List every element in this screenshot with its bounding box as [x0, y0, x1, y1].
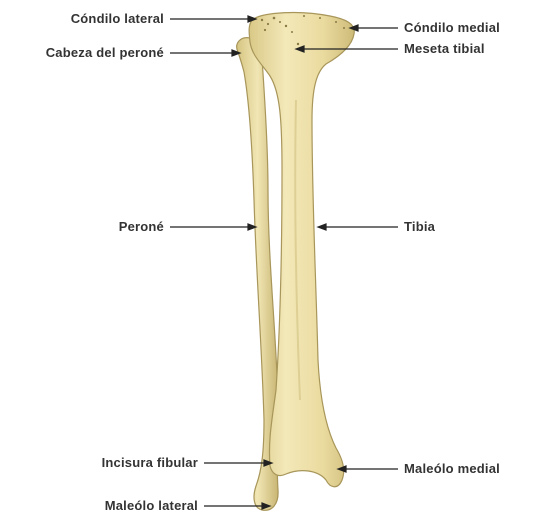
- label-perone: Peroné: [60, 219, 164, 235]
- label-incisura-fibular: Incisura fibular: [60, 455, 198, 471]
- label-tibia: Tibia: [404, 219, 435, 235]
- label-condilo-medial: Cóndilo medial: [404, 20, 500, 36]
- label-cabeza-perone: Cabeza del peroné: [10, 45, 164, 61]
- label-condilo-lateral: Cóndilo lateral: [40, 11, 164, 27]
- label-meseta-tibial: Meseta tibial: [404, 41, 485, 57]
- label-maleolo-medial: Maleólo medial: [404, 461, 500, 477]
- label-maleolo-lateral: Maleólo lateral: [60, 498, 198, 514]
